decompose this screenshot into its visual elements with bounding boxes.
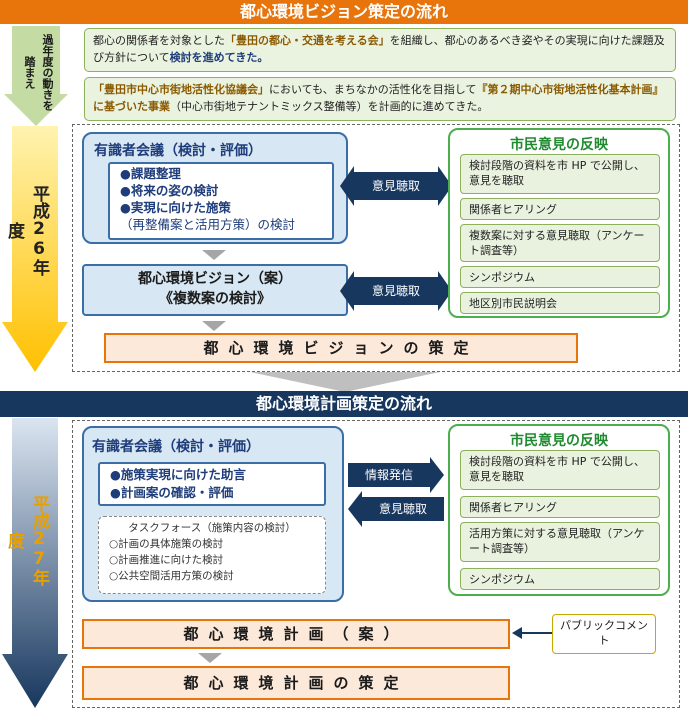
past-activity-1: 都心の関係者を対象とした「豊田の都心・交通を考える会」を組織し、都心のあるべき姿… — [84, 28, 676, 72]
section2-title: 都心環境計画策定の流れ — [0, 391, 688, 417]
h26-panel — [72, 124, 680, 372]
vision-draft-box: 都心環境ビジョン（案） 《複数案の検討》 — [82, 264, 348, 316]
past-item2-mid: においても、まちなかの活性化を目指して — [269, 83, 477, 96]
vision-draft-line2: 《複数案の検討》 — [159, 291, 271, 307]
past-item2-highlight2: 『第２期中心市街地活性化基本計画』に基づいた事業 — [93, 83, 664, 113]
past-item2-post: （中心市街地テナントミックス整備等）を計画的に進めてきた。 — [170, 100, 489, 113]
opinion-in-arrow: 意見聴取 — [348, 491, 444, 527]
year-h27-arrow — [2, 418, 68, 708]
past-years-label: 過年度の動きを踏まえ — [23, 33, 54, 111]
opinion-arrow-2: 意見聴取 — [340, 271, 452, 311]
expert-items-h26: ●課題整理 ●将来の姿の検討 ●実現に向けた施策 （再整備案と活用方策）の検討 — [108, 162, 334, 240]
year-h26-arrow — [2, 126, 68, 372]
expert-title-h27: 有識者会議（検討・評価） — [92, 439, 260, 455]
civic-item: シンポジウム — [460, 568, 660, 590]
expert-item: ●計画案の確認・評価 — [110, 485, 234, 500]
task-item: ○公共空間活用方策の検討 — [109, 570, 234, 582]
expert-meeting-h26: 有識者会議（検討・評価） ●課題整理 ●将来の姿の検討 ●実現に向けた施策 （再… — [82, 132, 348, 244]
expert-item: ●実現に向けた施策 — [120, 200, 231, 215]
task-force-box: タスクフォース（施策内容の検討） ○計画の具体施策の検討 ○計画推進に向けた検討… — [98, 516, 326, 594]
public-comment-box: パブリックコメント — [552, 614, 656, 654]
past-item1-post: を組織し、都心のあるべき姿やその実現に向けた課題及び方針について — [93, 34, 665, 64]
plan-final-box: 都心環境計画の策定 — [82, 666, 510, 700]
vision-final-box: 都心環境ビジョンの策定 — [104, 333, 578, 363]
past-item1-highlight2: 検討を進めてきた。 — [169, 51, 269, 64]
civic-item: 検討段階の資料を市 HP で公開し、意見を聴取 — [460, 154, 660, 194]
past-item1-pre: 都心の関係者を対象とした — [93, 34, 225, 47]
past-item2-highlight: 「豊田市中心市街地活性化協議会」 — [93, 83, 269, 96]
civic-opinion-h26: 市民意見の反映 検討段階の資料を市 HP で公開し、意見を聴取 関係者ヒアリング… — [448, 128, 670, 318]
expert-items-h27: ●施策実現に向けた助言 ●計画案の確認・評価 — [98, 462, 326, 506]
civic-item: 関係者ヒアリング — [460, 496, 660, 518]
civic-item: 地区別市民説明会 — [460, 292, 660, 314]
past-years-arrow — [4, 26, 68, 126]
opinion-arrow-1: 意見聴取 — [340, 166, 452, 206]
task-title: タスクフォース（施策内容の検討） — [128, 522, 296, 534]
civic-item: 活用方策に対する意見聴取（アンケート調査等） — [460, 522, 660, 562]
public-comment-arrow — [512, 627, 552, 639]
transition-arrow — [250, 372, 440, 392]
civic-item: 関係者ヒアリング — [460, 198, 660, 220]
info-out-arrow: 情報発信 — [348, 457, 444, 493]
civic-opinion-h27: 市民意見の反映 検討段階の資料を市 HP で公開し、意見を聴取 関係者ヒアリング… — [448, 424, 670, 596]
plan-draft-box: 都心環境計画（案） — [82, 619, 510, 649]
past-activity-2: 「豊田市中心市街地活性化協議会」においても、まちなかの活性化を目指して『第２期中… — [84, 77, 676, 121]
down-arrow — [202, 321, 226, 331]
expert-item: ●将来の姿の検討 — [120, 183, 219, 198]
civic-title-h27: 市民意見の反映 — [510, 433, 608, 449]
civic-item: 検討段階の資料を市 HP で公開し、意見を聴取 — [460, 450, 660, 490]
expert-meeting-h27: 有識者会議（検討・評価） ●施策実現に向けた助言 ●計画案の確認・評価 タスクフ… — [82, 426, 344, 602]
expert-item: （再整備案と活用方策）の検討 — [120, 217, 296, 232]
year-h27-label: 平成27年度 — [4, 494, 49, 586]
expert-title-h26: 有識者会議（検討・評価） — [94, 143, 262, 159]
expert-item: ●課題整理 — [120, 166, 181, 181]
task-item: ○計画推進に向けた検討 — [109, 554, 224, 566]
expert-item: ●施策実現に向けた助言 — [110, 467, 246, 482]
civic-title-h26: 市民意見の反映 — [510, 137, 608, 153]
task-item: ○計画の具体施策の検討 — [109, 538, 224, 550]
section1-title: 都心環境ビジョン策定の流れ — [0, 0, 688, 24]
year-h26-label: 平成26年度 — [4, 184, 49, 276]
down-arrow — [198, 653, 222, 663]
civic-item: シンポジウム — [460, 266, 660, 288]
vision-draft-line1: 都心環境ビジョン（案） — [138, 271, 292, 287]
civic-item: 複数案に対する意見聴取（アンケート調査等） — [460, 224, 660, 262]
down-arrow — [202, 250, 226, 260]
past-item1-highlight: 「豊田の都心・交通を考える会」 — [225, 34, 390, 47]
h27-panel — [72, 420, 680, 708]
